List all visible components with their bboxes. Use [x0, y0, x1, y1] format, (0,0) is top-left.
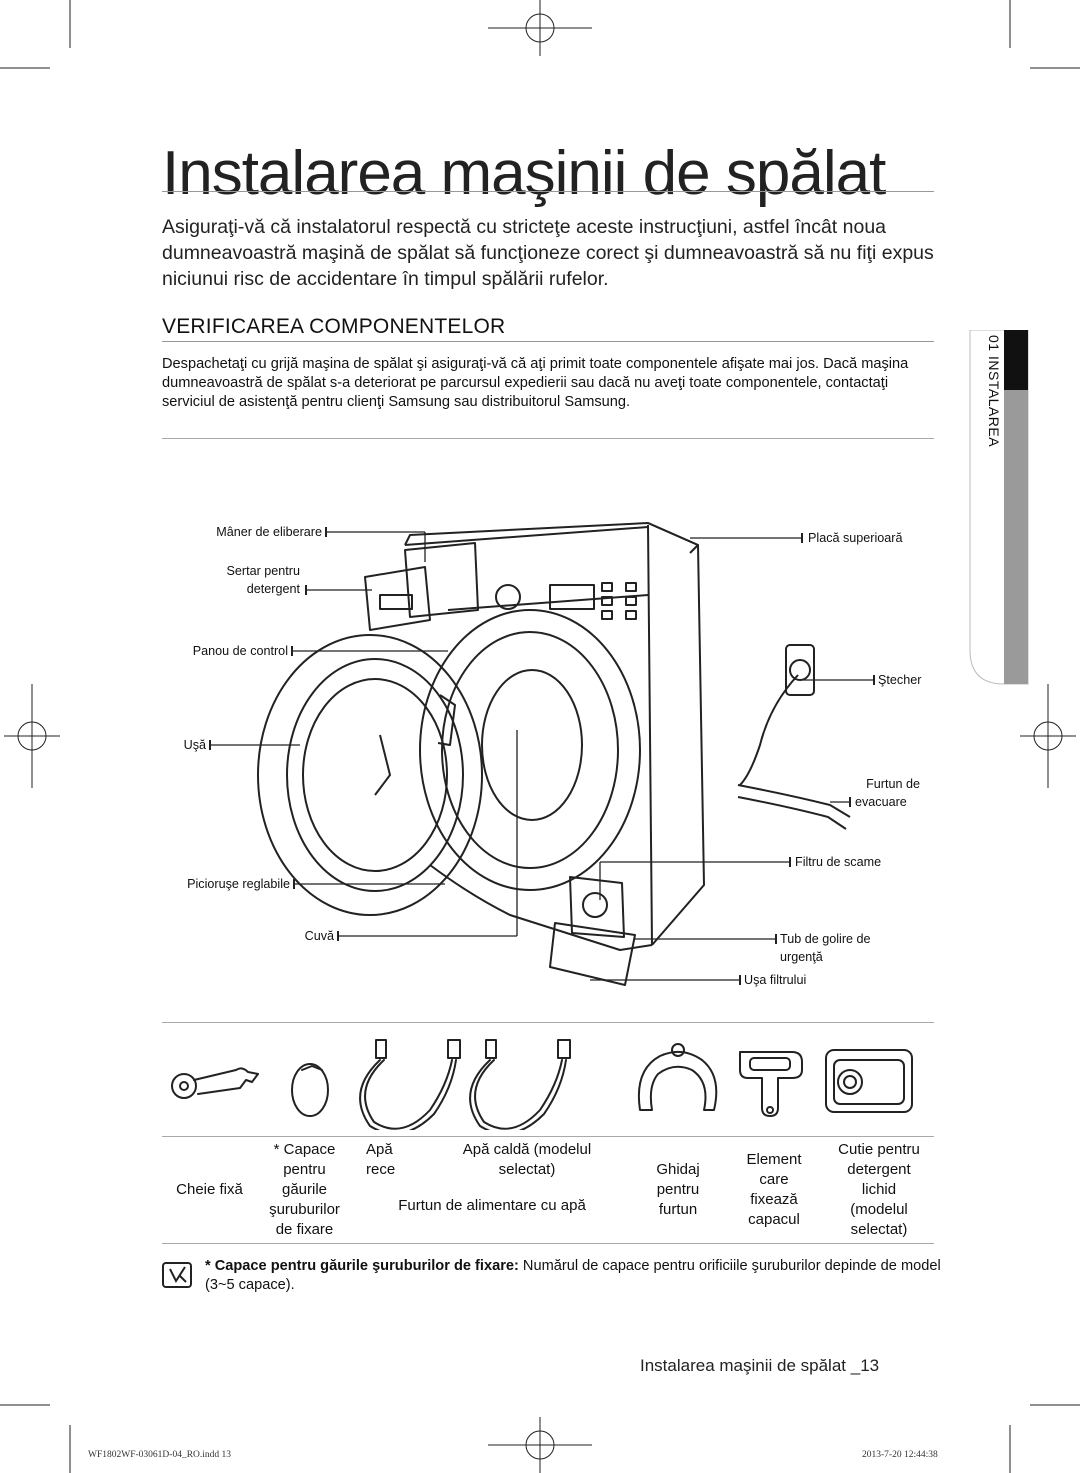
divider: [162, 438, 934, 439]
label-filter-door: Uşa filtrului: [744, 973, 807, 987]
label-adjustable-feet: Picioruşe reglabile: [187, 877, 290, 891]
file-info: WF1802WF-03061D-04_RO.indd 13: [88, 1450, 232, 1460]
chapter-label: 01 INSTALAREA: [986, 335, 1002, 448]
washing-machine-illustration: [257, 522, 851, 986]
part-spanner: Cheie fixă: [176, 1181, 243, 1198]
label-door: Uşă: [183, 738, 206, 752]
hose-hot-icon: [469, 1039, 571, 1130]
liquid-detergent-box-icon: [825, 1049, 913, 1113]
label-drain-hose-2: evacuare: [855, 795, 907, 809]
hose-guide-icon: [637, 1043, 718, 1111]
section-title: VERIFICAREA COMPONENTELOR: [162, 315, 506, 338]
intro-paragraph: Asiguraţi-vă că instalatorul respectă cu…: [162, 216, 934, 290]
section-body: Despachetaţi cu grijă maşina de spălat ş…: [162, 356, 909, 410]
cap-icon: [291, 1063, 329, 1117]
divider: [162, 1136, 934, 1137]
label-drain-hose-1: Furtun de: [866, 777, 920, 791]
chapter-tab: [969, 330, 1029, 685]
label-debris-filter: Filtru de scame: [795, 855, 882, 869]
label-top-cover: Placă superioară: [808, 531, 903, 545]
spanner-icon: [171, 1067, 259, 1099]
hose-cold-icon: [359, 1039, 461, 1130]
label-plug: Ştecher: [878, 673, 922, 687]
note-icon: [162, 1262, 192, 1288]
label-control-panel: Panou de control: [192, 644, 288, 658]
note-text: * Capace pentru găurile şuruburilor de f…: [205, 1258, 941, 1293]
page-footer: Instalarea maşinii de spălat _13: [640, 1356, 880, 1375]
section-divider: [162, 341, 934, 342]
leader-lines: [209, 527, 875, 985]
cap-fixer-icon: [739, 1051, 803, 1117]
label-emergency-drain-2: urgenţă: [780, 950, 823, 964]
label-detergent-drawer-1: Sertar pentru: [226, 564, 300, 578]
page-title: Instalarea maşinii de spălat: [162, 139, 886, 208]
title-divider: [162, 191, 934, 192]
divider: [162, 1022, 934, 1023]
label-drum: Cuvă: [304, 929, 334, 943]
print-date: 2013-7-20 12:44:38: [862, 1450, 938, 1460]
accessories-illustration: [171, 1039, 913, 1130]
label-emergency-drain-1: Tub de golire de: [780, 932, 871, 946]
divider: [162, 1243, 934, 1244]
label-release-handle: Mâner de eliberare: [216, 525, 322, 539]
label-detergent-drawer-2: detergent: [246, 582, 300, 596]
